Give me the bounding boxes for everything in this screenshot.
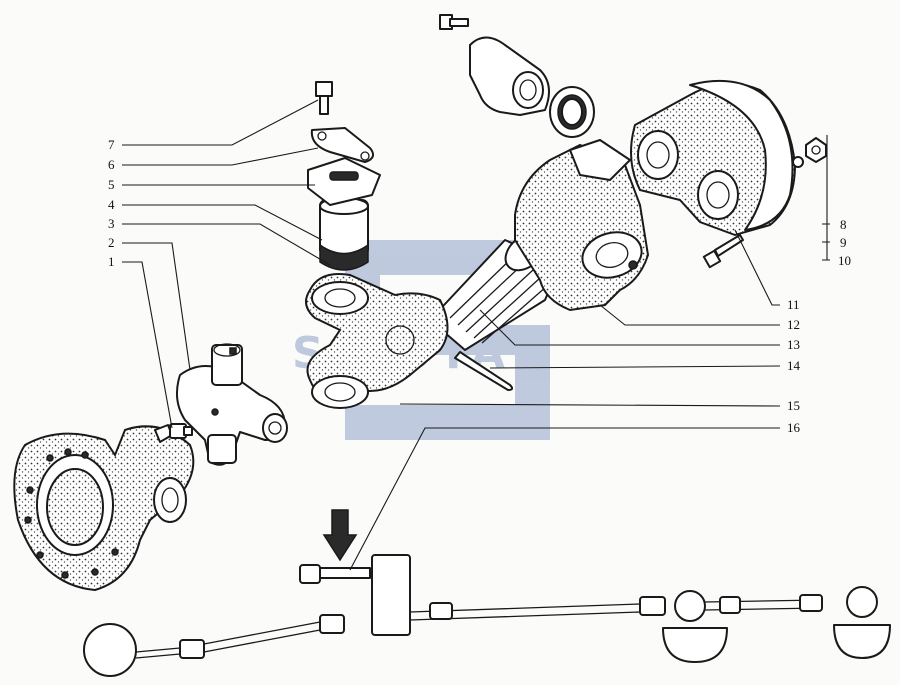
slip-yoke-shaft xyxy=(305,232,561,409)
bearing-cup xyxy=(319,197,369,271)
universal-joint-cross xyxy=(175,343,288,466)
callout-6: 6 xyxy=(108,157,115,172)
grease-fitting xyxy=(154,423,193,443)
callout-1: 1 xyxy=(108,254,115,269)
sleeve-yoke xyxy=(514,139,650,312)
callout-5: 5 xyxy=(108,177,115,192)
cover-plate xyxy=(310,127,375,163)
callout-3: 3 xyxy=(108,216,115,231)
flange-yoke xyxy=(630,79,797,237)
cotter-pin xyxy=(454,351,514,391)
watermark-logo-shape xyxy=(345,240,550,440)
callout-11: 11 xyxy=(787,297,800,312)
oil-seal xyxy=(549,86,595,138)
callout-12: 12 xyxy=(787,317,800,332)
flange-nut xyxy=(805,137,827,163)
callout-13: 13 xyxy=(787,337,800,352)
top-bolt xyxy=(439,14,469,30)
cap-bolt xyxy=(315,81,333,115)
driveline-schematic xyxy=(83,554,891,677)
callout-9: 9 xyxy=(840,235,847,250)
lock-plate xyxy=(307,157,381,206)
callout-10: 10 xyxy=(838,253,851,268)
callout-2: 2 xyxy=(108,235,115,250)
flange-bolt xyxy=(702,234,744,269)
callout-14: 14 xyxy=(787,358,801,373)
callout-16: 16 xyxy=(787,420,801,435)
leader-lines xyxy=(122,99,830,571)
callout-4: 4 xyxy=(108,197,115,212)
arrow-down-icon xyxy=(322,509,358,562)
callout-15: 15 xyxy=(787,398,800,413)
callout-7: 7 xyxy=(108,137,115,152)
callout-labels: 7 6 5 4 3 2 1 8 9 10 11 12 13 14 15 16 xyxy=(108,137,851,435)
support-bracket xyxy=(469,36,550,116)
flange-washer xyxy=(792,156,804,168)
callout-8: 8 xyxy=(840,217,847,232)
companion-flange xyxy=(13,425,195,592)
